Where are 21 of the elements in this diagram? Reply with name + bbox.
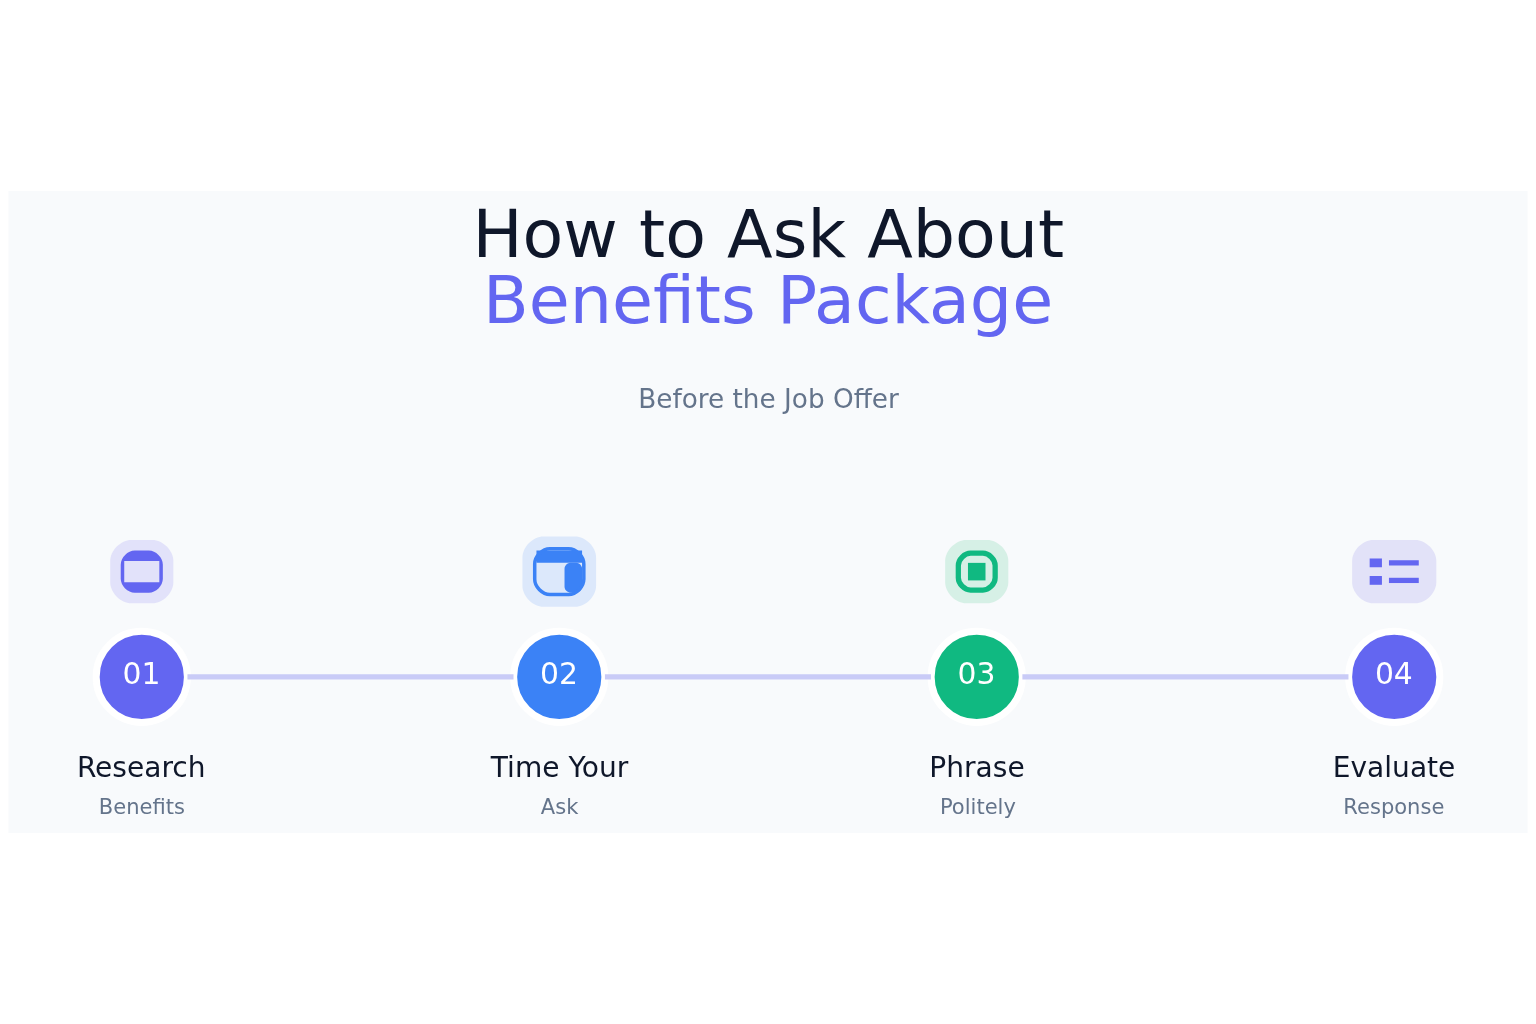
node-label: Phrase xyxy=(929,751,1025,785)
node-circle: 01 xyxy=(92,627,191,726)
connector xyxy=(187,674,514,680)
node-circle: 03 xyxy=(927,627,1026,726)
node-picture xyxy=(110,540,174,604)
node-circle: 04 xyxy=(1345,627,1444,726)
node-label: Research xyxy=(76,751,206,785)
node-label: Evaluate xyxy=(1332,751,1456,785)
node-label: Ask xyxy=(540,793,579,819)
diagram-title: How to Ask About Benefits Package xyxy=(472,194,1065,340)
node-picture xyxy=(522,536,597,607)
node-label: Benefits xyxy=(98,793,185,819)
node-picture xyxy=(945,540,1009,604)
node-label: Response xyxy=(1343,793,1445,819)
node-label: Time Your xyxy=(490,751,629,785)
node-picture xyxy=(1352,540,1437,604)
node-label: Politely xyxy=(939,793,1016,819)
node-circle: 02 xyxy=(510,627,609,726)
connector xyxy=(604,674,931,680)
label: Before the Job Offer xyxy=(638,383,899,414)
connector xyxy=(1022,674,1349,680)
